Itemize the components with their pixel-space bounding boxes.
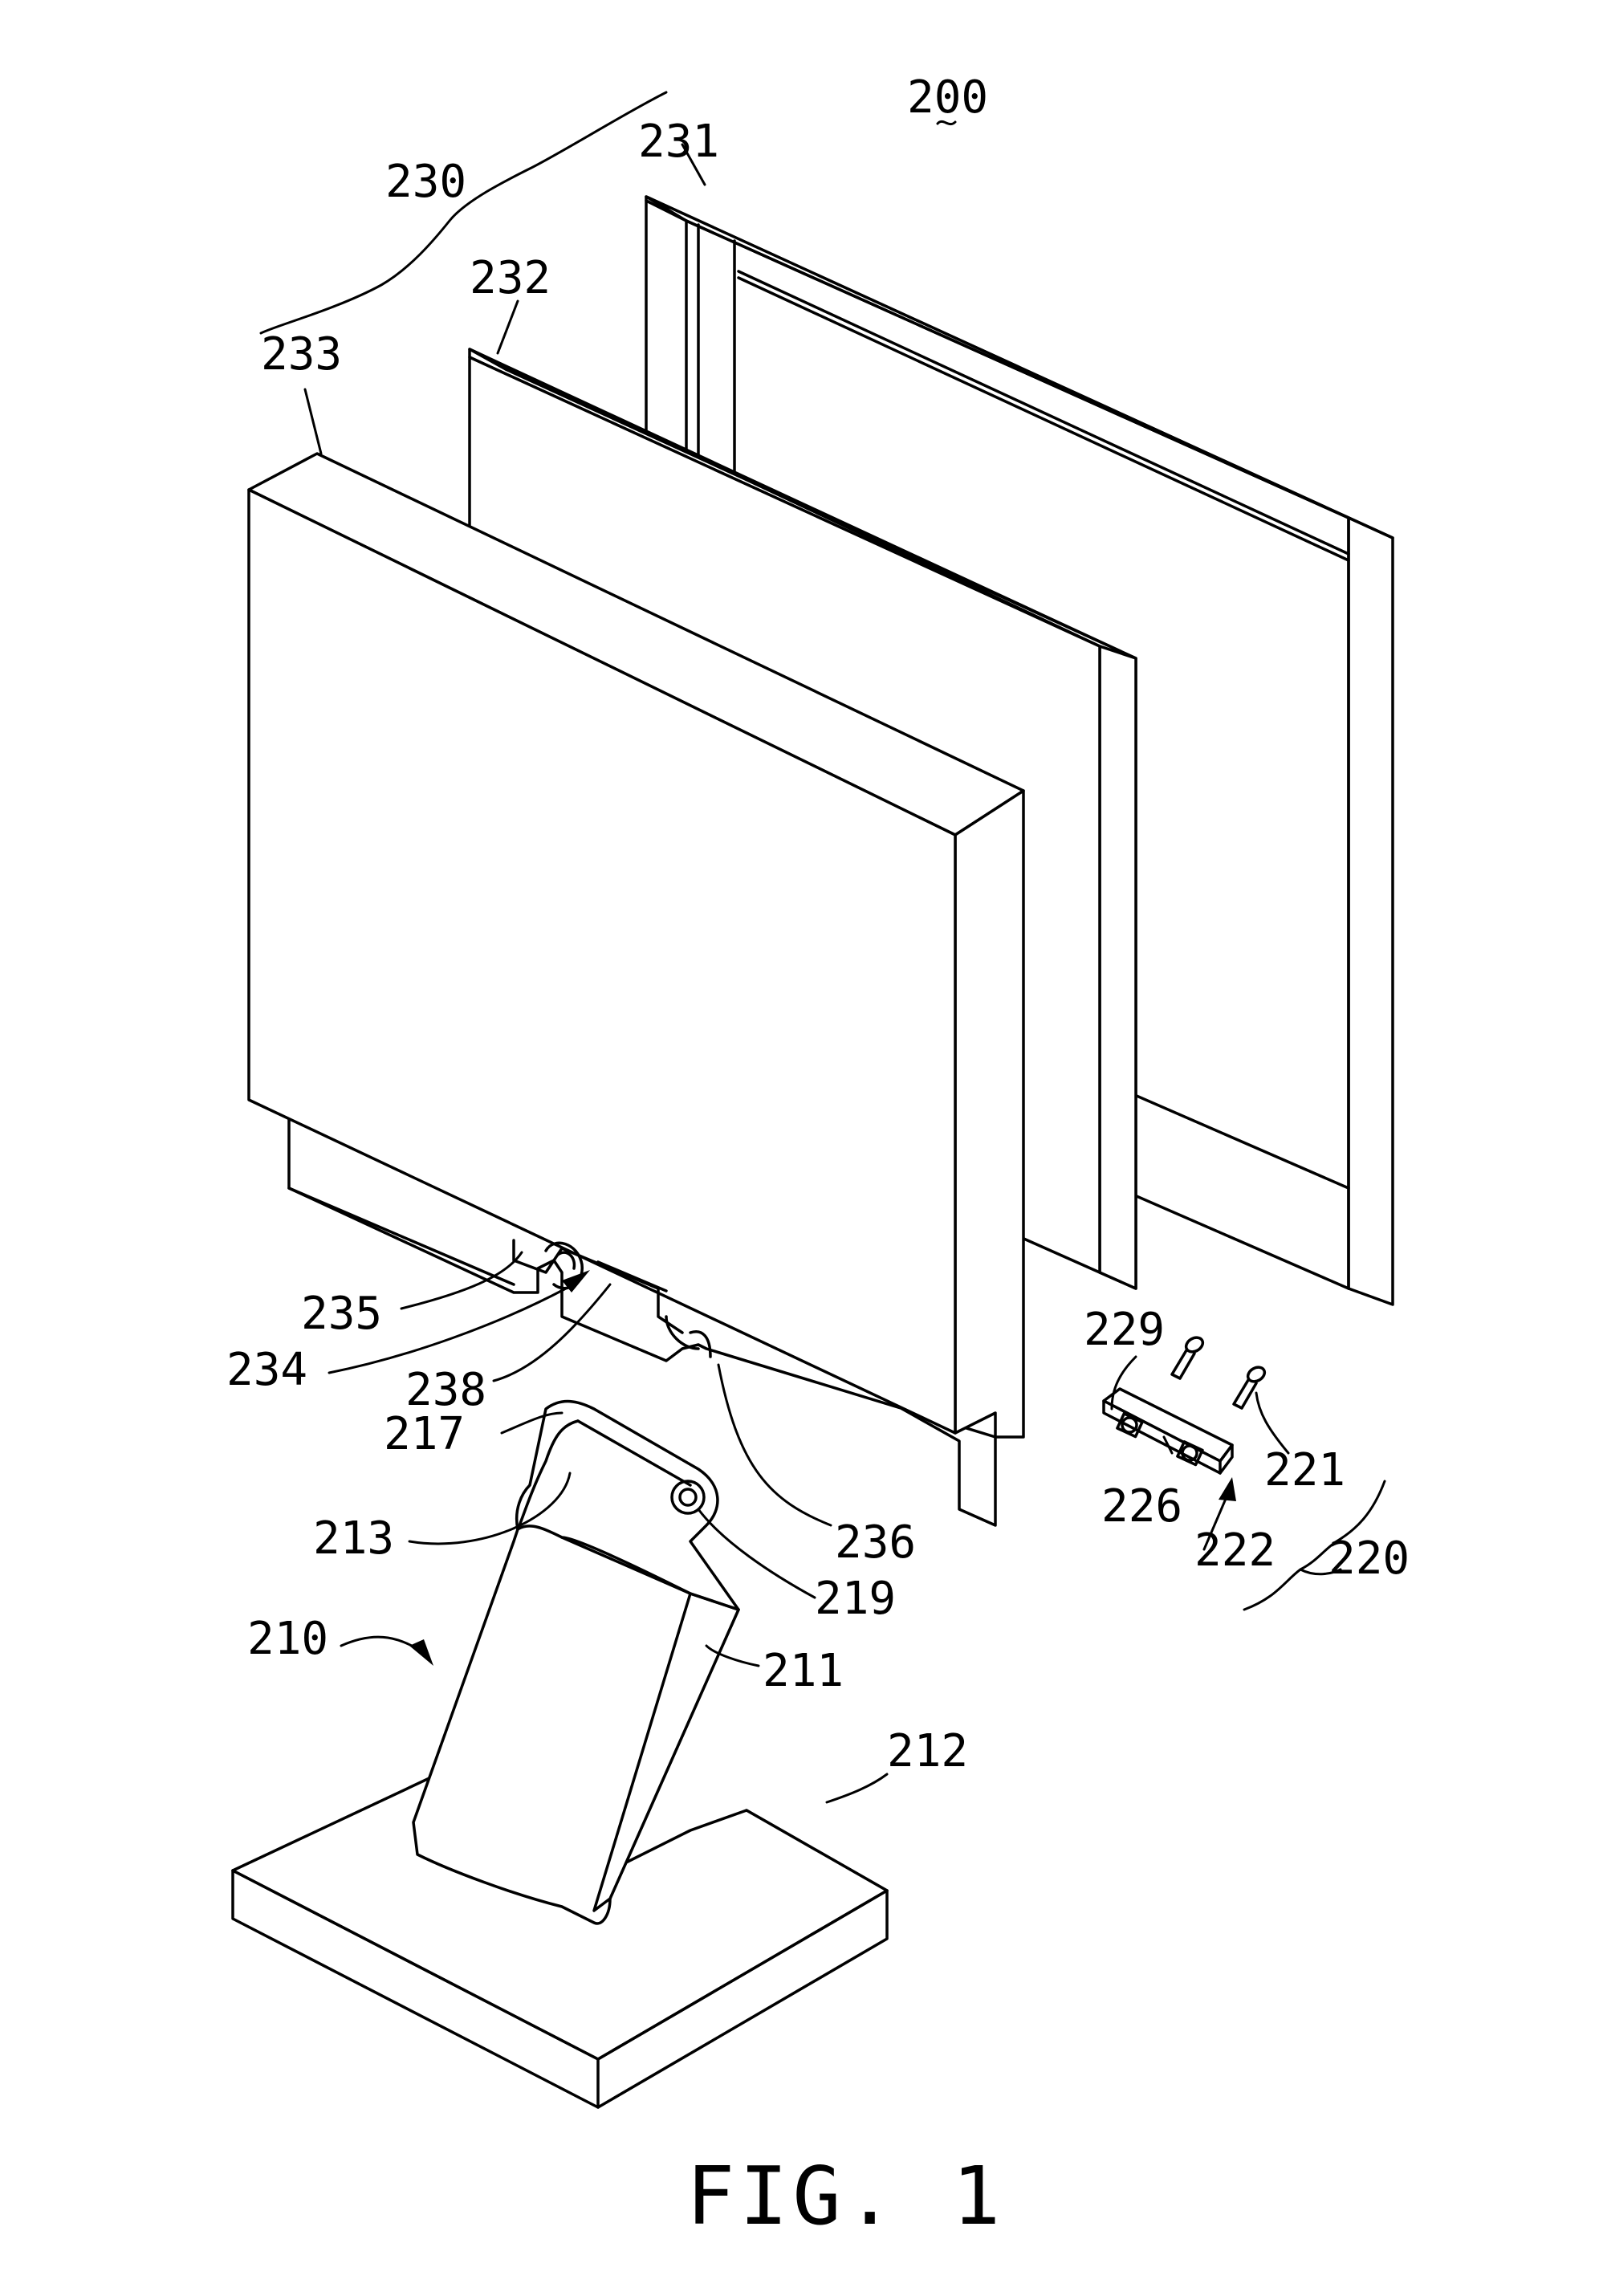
ref-233: 233 [261,328,342,381]
ref-232: 232 [470,252,551,304]
screw-left [1172,1335,1206,1378]
figure-caption: FIG. 1 [686,2149,1005,2243]
ref-212: 212 [887,1725,968,1777]
ref-231: 231 [638,116,719,168]
stand-210 [233,1402,887,2107]
ref-213: 213 [313,1512,394,1565]
ref-221: 221 [1264,1444,1345,1496]
ref-229: 229 [1084,1304,1165,1356]
ref-217: 217 [384,1408,465,1460]
ref-219: 219 [815,1573,896,1625]
ref-230: 230 [385,156,466,208]
ref-222: 222 [1194,1525,1276,1577]
ref-226: 226 [1101,1480,1182,1533]
ref-234: 234 [226,1344,307,1396]
ref-236: 236 [835,1516,916,1569]
ref-235: 235 [301,1288,382,1340]
ref-211: 211 [763,1645,844,1697]
screw-right [1234,1365,1267,1408]
ref-220: 220 [1328,1533,1410,1585]
ref-210: 210 [247,1613,328,1665]
ref-200: 200 [907,71,988,124]
